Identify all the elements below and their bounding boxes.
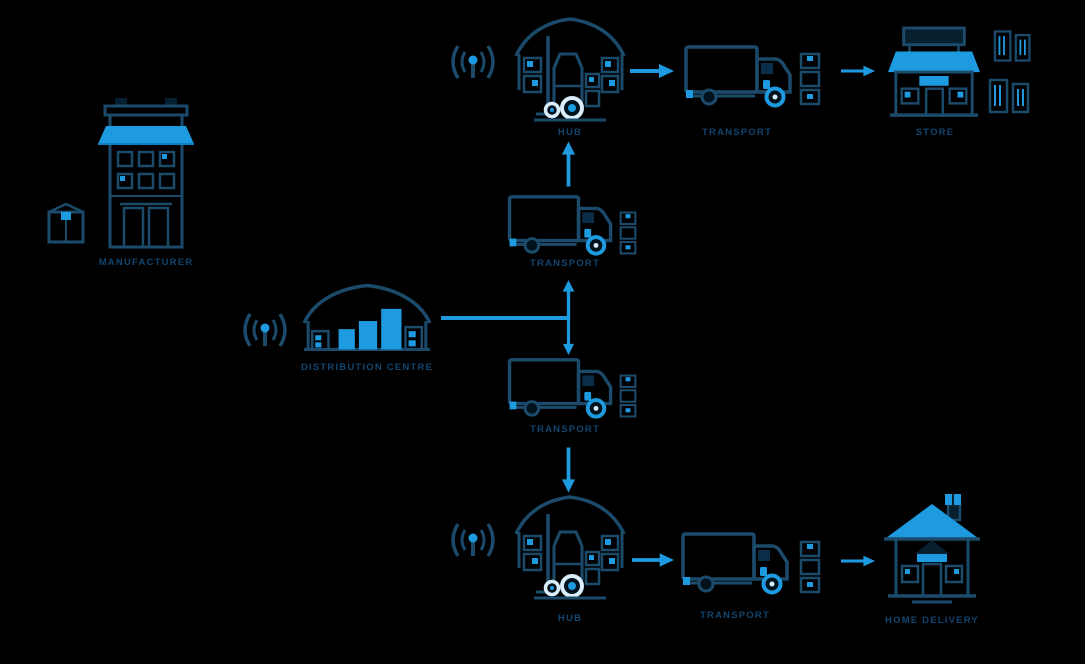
parcel-stack-icon xyxy=(619,210,637,256)
hub-bottom-label: HUB xyxy=(557,613,583,624)
transport-top-label: TRANSPORT xyxy=(702,127,772,138)
delivery-truck-icon xyxy=(505,190,619,258)
parcel-stack-icon xyxy=(799,52,821,106)
flow-arrow-down-icon xyxy=(561,317,576,355)
flow-arrow-icon xyxy=(630,63,674,79)
transport-mid-upper-label: TRANSPORT xyxy=(530,258,600,269)
package-icon xyxy=(46,200,86,246)
distribution-centre-label: DISTRIBUTION CENTRE xyxy=(300,362,434,373)
store-label: STORE xyxy=(915,127,955,138)
manufacturer-label: MANUFACTURER xyxy=(98,257,194,268)
delivery-truck-icon xyxy=(505,353,619,421)
flow-arrow-icon xyxy=(841,64,875,78)
wireless-signal-icon xyxy=(446,38,500,86)
house-icon xyxy=(884,492,980,610)
parcel-stack-icon xyxy=(619,373,637,419)
flow-arrow-icon xyxy=(841,554,875,568)
delivery-truck-icon xyxy=(680,527,794,597)
storefront-icon xyxy=(888,24,980,126)
parcel-stack-icon xyxy=(799,540,821,594)
wireless-signal-icon xyxy=(446,516,500,564)
delivery-truck-icon xyxy=(683,40,797,110)
home-delivery-label: HOME DELIVERY xyxy=(885,615,979,626)
flow-line xyxy=(441,316,568,320)
flow-arrow-down-icon xyxy=(561,446,576,494)
parcel-bags-icon xyxy=(988,72,1034,120)
warehouse-forklift-icon xyxy=(510,10,630,126)
parcel-bags-icon xyxy=(993,26,1035,66)
flow-arrow-up-icon xyxy=(561,140,576,188)
wireless-signal-icon xyxy=(238,306,292,354)
factory-building-icon xyxy=(93,90,199,255)
transport-mid-lower-label: TRANSPORT xyxy=(530,424,600,435)
warehouse-bar-chart-icon xyxy=(298,276,436,362)
transport-bottom-label: TRANSPORT xyxy=(700,610,770,621)
hub-top-label: HUB xyxy=(557,127,583,138)
flow-arrow-icon xyxy=(632,552,674,568)
warehouse-forklift-icon xyxy=(510,488,630,604)
flow-arrow-up-icon xyxy=(561,280,576,320)
